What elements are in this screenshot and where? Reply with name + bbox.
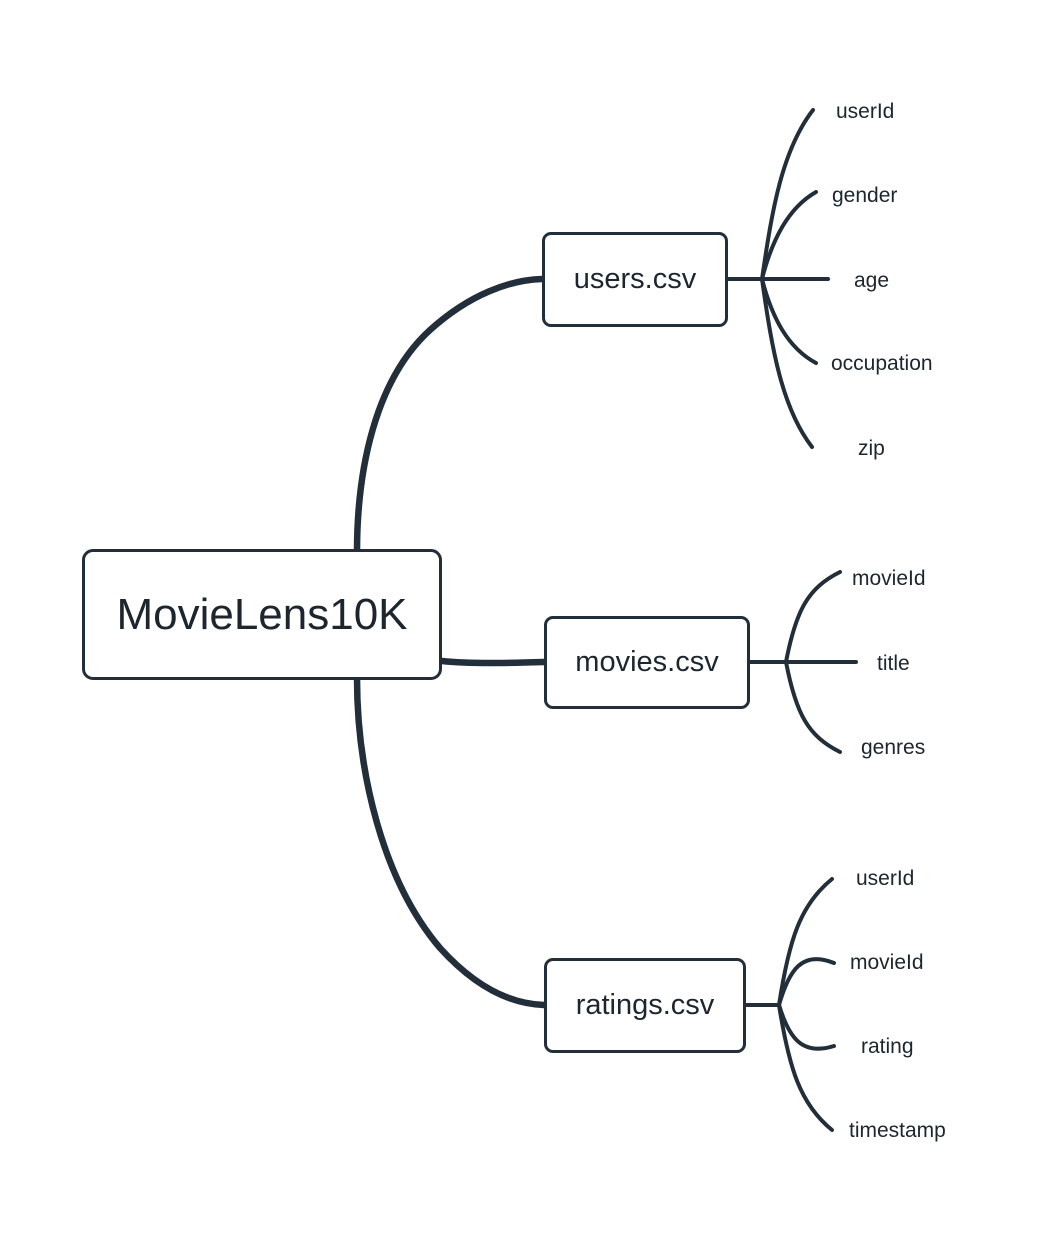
node-branch-users-csv[interactable]: users.csv xyxy=(542,232,728,327)
node-branch-users-label: users.csv xyxy=(573,263,697,295)
edge-ratings-userid xyxy=(777,877,834,1007)
node-branch-movies-csv[interactable]: movies.csv xyxy=(544,616,750,709)
leaf-ratings-movieid: movieId xyxy=(850,951,924,974)
edge-movies-movieid xyxy=(784,570,842,664)
leaf-ratings-userid: userId xyxy=(856,867,915,890)
edge-users-zip xyxy=(760,277,814,449)
leaf-users-userid: userId xyxy=(836,100,895,123)
leaf-movies-genres: genres xyxy=(861,736,926,759)
edge-root-to-users xyxy=(353,275,546,556)
leaf-ratings-rating: rating xyxy=(861,1035,914,1058)
leaf-users-zip: zip xyxy=(858,437,885,460)
edge-users-userid xyxy=(760,108,815,281)
edge-movies-genres xyxy=(784,660,842,754)
node-branch-ratings-label: ratings.csv xyxy=(575,989,715,1021)
leaf-movies-title: title xyxy=(877,652,910,675)
edge-ratings-movieid xyxy=(777,957,836,1007)
edge-root-to-movies xyxy=(438,657,548,667)
edge-users-gender xyxy=(760,190,818,281)
node-branch-ratings-csv[interactable]: ratings.csv xyxy=(544,958,746,1053)
leaf-movies-movieid: movieId xyxy=(852,567,926,590)
edge-ratings-timestamp xyxy=(777,1003,834,1132)
leaf-users-age: age xyxy=(854,269,890,292)
node-branch-movies-label: movies.csv xyxy=(575,646,719,678)
leaf-users-occupation: occupation xyxy=(831,352,933,375)
leaf-ratings-timestamp: timestamp xyxy=(849,1119,946,1142)
leaf-users-gender: gender xyxy=(832,184,898,207)
node-root-label: MovieLens10K xyxy=(116,589,408,639)
node-root-movielens10k[interactable]: MovieLens10K xyxy=(82,549,442,680)
edge-root-to-ratings xyxy=(353,674,548,1009)
